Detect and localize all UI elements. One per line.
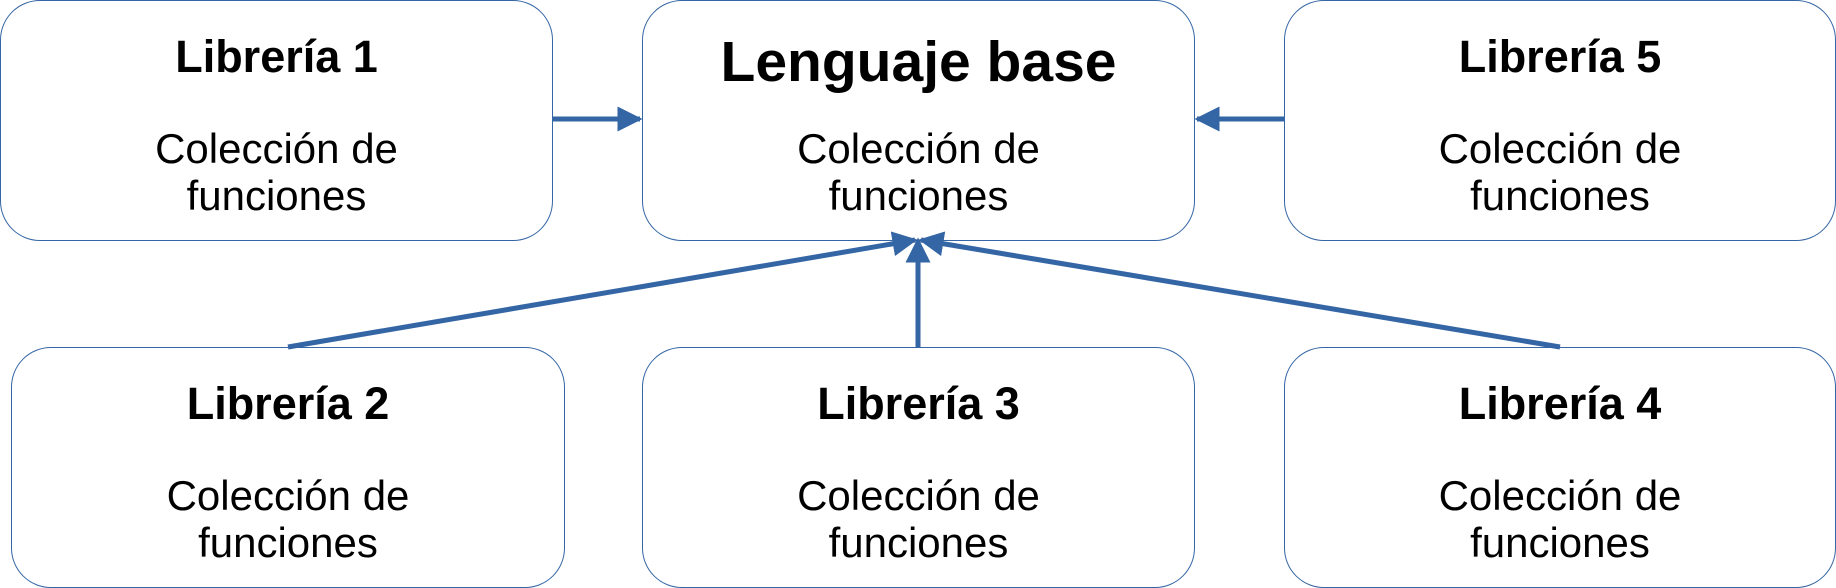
node-description-line: funciones (828, 172, 1009, 219)
node-description-line: funciones (1470, 519, 1650, 566)
node-description-line: funciones (198, 519, 378, 566)
node-title: Librería 2 (186, 378, 390, 429)
arrow-lib4-to-base (918, 231, 1561, 350)
node-description-line: funciones (186, 172, 367, 219)
node-description-line: Colección de (1438, 125, 1682, 172)
node-description-line: funciones (828, 519, 1009, 566)
node-description: Colección de funciones (1, 125, 552, 219)
node-title: Librería 3 (817, 378, 1020, 429)
node-title: Librería 4 (1458, 378, 1662, 429)
node-lenguaje-base: Lenguaje base Colección de funciones (642, 0, 1195, 241)
node-description-line: Colección de (166, 472, 410, 519)
node-title: Librería 1 (175, 31, 378, 82)
node-description: Colección de funciones (1285, 125, 1835, 219)
node-description: Colección de funciones (643, 125, 1194, 219)
node-description: Colección de funciones (643, 472, 1194, 566)
node-description-line: Colección de (797, 472, 1040, 519)
node-title: Lenguaje base (720, 30, 1117, 94)
node-title: Librería 5 (1458, 31, 1662, 82)
node-description-line: Colección de (797, 125, 1040, 172)
node-libreria-2: Librería 2 Colección de funciones (11, 347, 565, 588)
node-libreria-4: Librería 4 Colección de funciones (1284, 347, 1836, 588)
node-libreria-5: Librería 5 Colección de funciones (1284, 0, 1836, 241)
node-description-line: Colección de (155, 125, 398, 172)
node-libreria-1: Librería 1 Colección de funciones (0, 0, 553, 241)
node-description: Colección de funciones (12, 472, 564, 566)
node-description-line: Colección de (1438, 472, 1682, 519)
node-description-line: funciones (1470, 172, 1650, 219)
node-libreria-3: Librería 3 Colección de funciones (642, 347, 1195, 588)
arrow-lib2-to-base (287, 231, 918, 350)
node-description: Colección de funciones (1285, 472, 1835, 566)
